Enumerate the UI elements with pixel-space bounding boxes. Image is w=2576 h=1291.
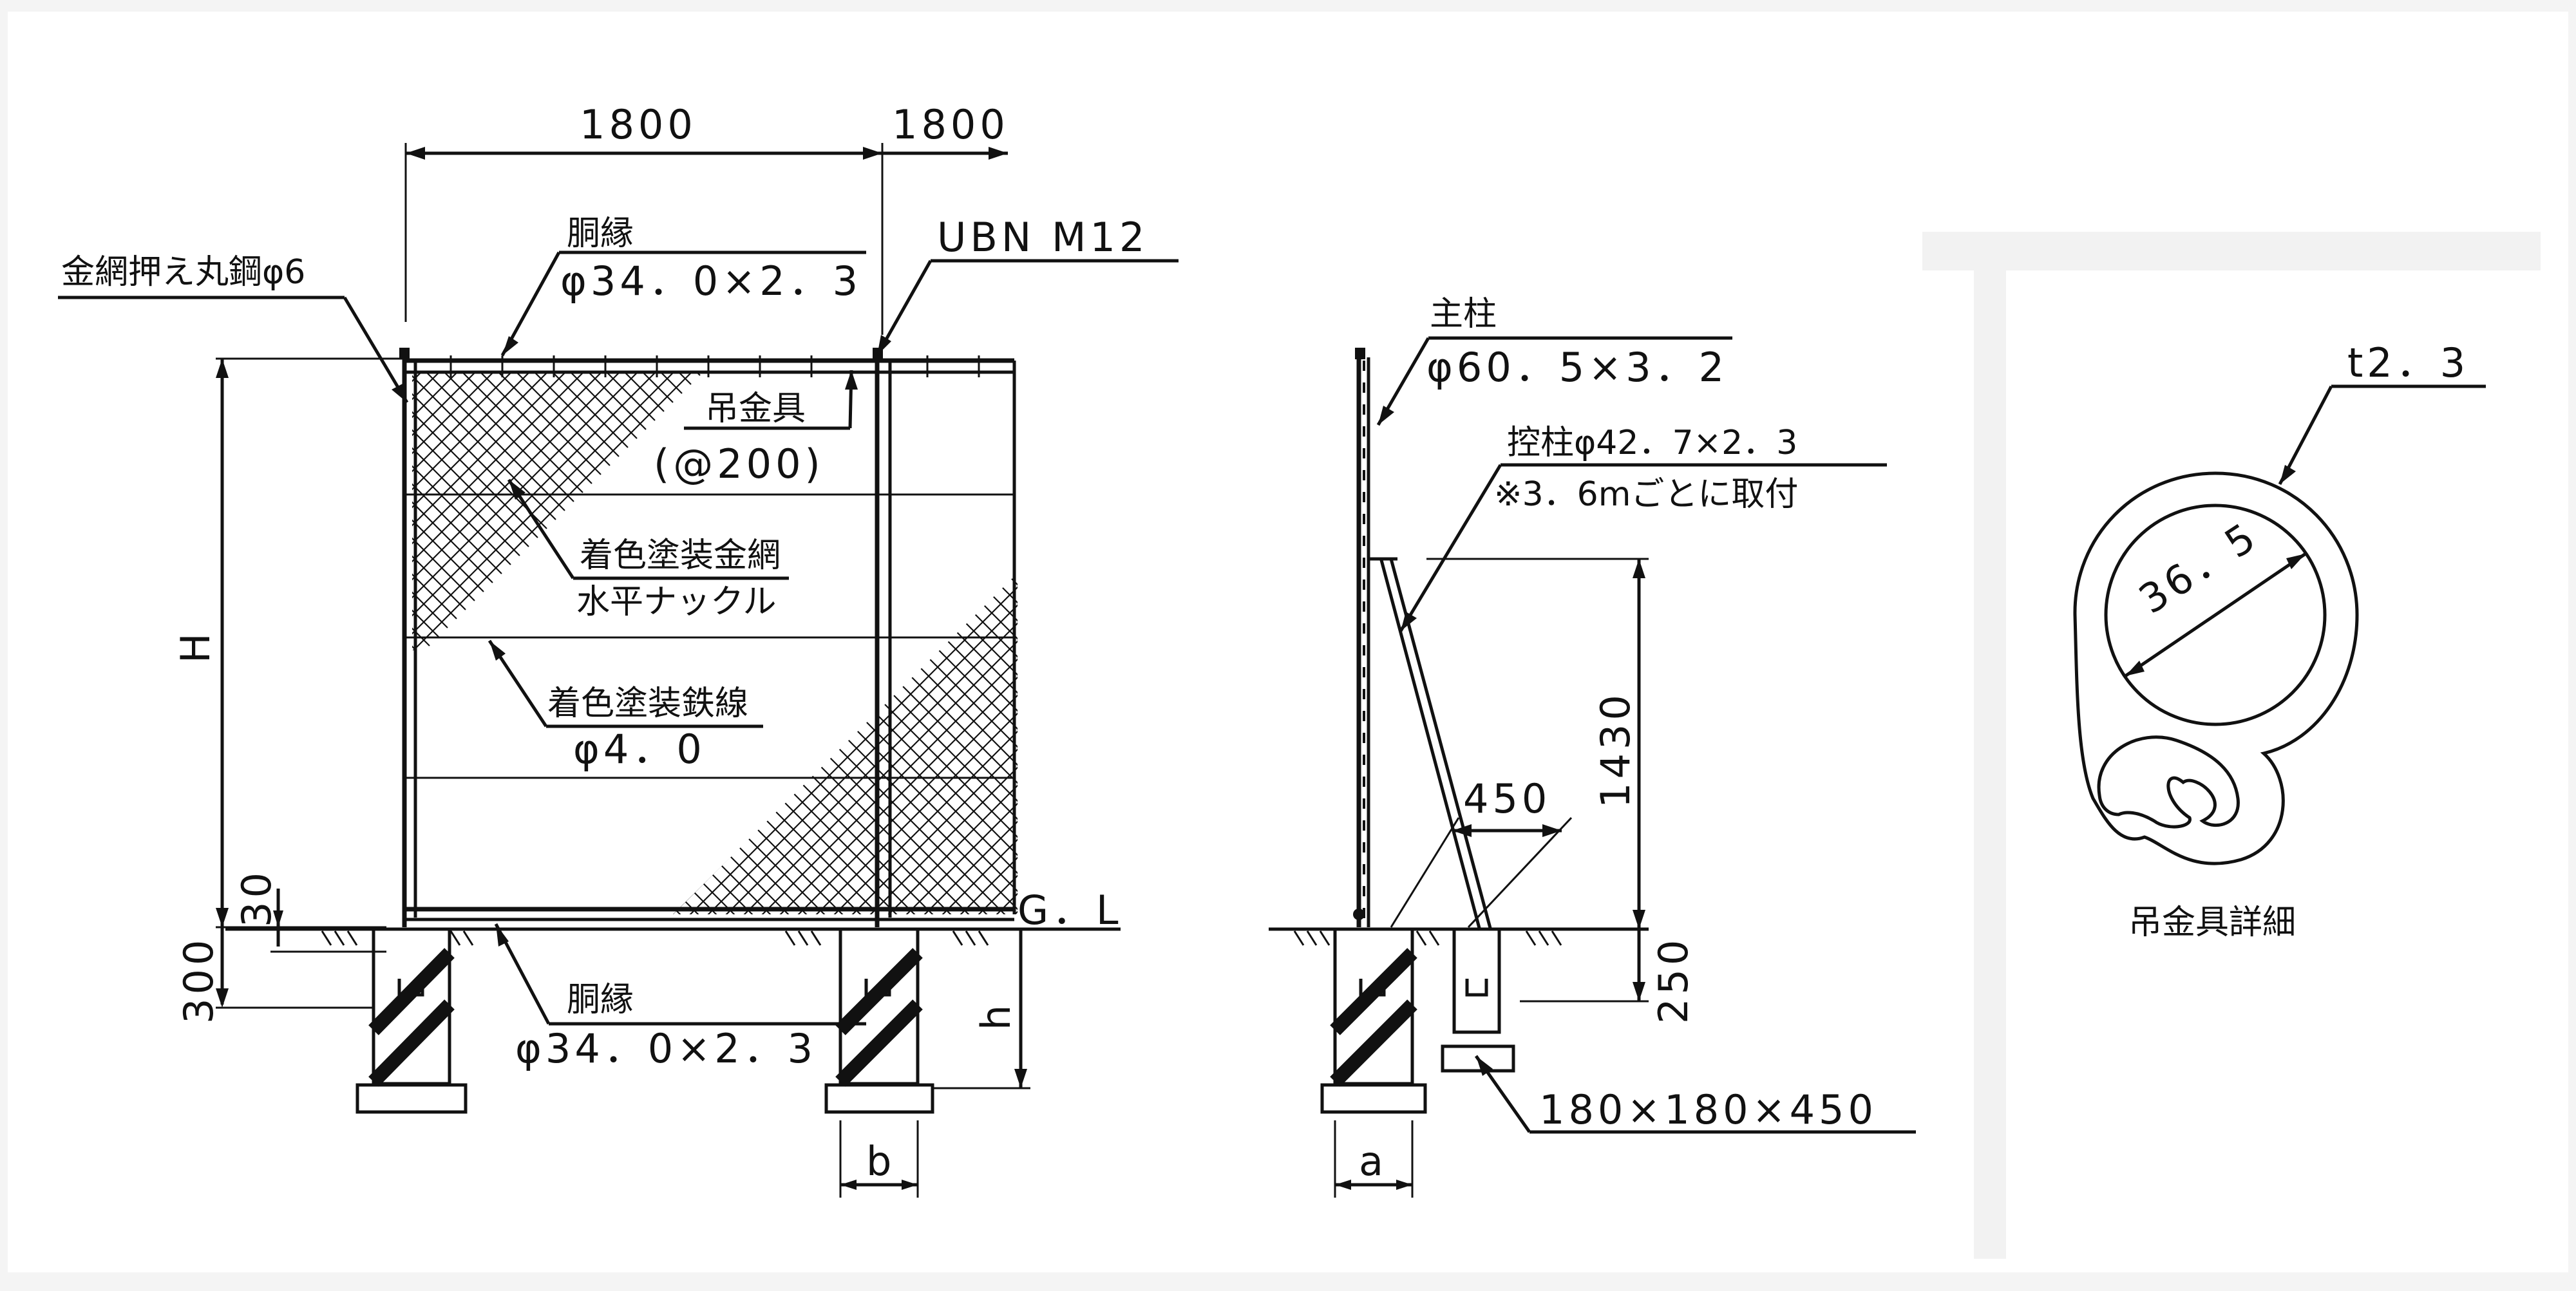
post-name: 主柱 bbox=[1430, 295, 1497, 334]
detail-title: 吊金具詳細 bbox=[2128, 903, 2296, 942]
hanger-curl bbox=[2097, 735, 2240, 829]
gap-dim: 30 bbox=[233, 869, 280, 927]
bottom-rail-size: φ34．0×2．3 bbox=[515, 1025, 817, 1072]
embed-dim: 300 bbox=[175, 936, 222, 1024]
hanger-ticks bbox=[450, 355, 980, 377]
foundation-width-symbol-b: b bbox=[866, 1138, 895, 1185]
mesh-type: 水平ナックル bbox=[576, 583, 776, 621]
thickness-label: t2．3 bbox=[2347, 339, 2469, 386]
brace-height-dim: 1430 bbox=[1592, 691, 1639, 808]
detail-border bbox=[1922, 232, 2541, 1259]
brace-spread-dim: 450 bbox=[1463, 775, 1551, 822]
mesh-holder-label: 金網押え丸鋼φ6 bbox=[61, 253, 305, 292]
main-post-cap bbox=[1355, 348, 1365, 359]
post-size: φ60．5×3．2 bbox=[1426, 344, 1728, 391]
hanger-name: 吊金具 bbox=[705, 390, 806, 428]
side-base-gravel bbox=[1320, 1083, 1427, 1114]
foundation-depth-symbol: h bbox=[972, 1001, 1019, 1030]
bottom-rail-name: 胴縁 bbox=[567, 981, 634, 1019]
brace-foundation bbox=[1452, 927, 1501, 1034]
ground-label: G．L bbox=[1018, 887, 1122, 934]
wire-size: φ4．0 bbox=[573, 726, 706, 773]
side-view: a 1430 250 450 主柱 φ60．5×3．2 控柱φ42．7×2．3 … bbox=[1269, 295, 1916, 1198]
base-gravel-middle bbox=[824, 1083, 934, 1114]
brace-post bbox=[1379, 560, 1482, 931]
hanger-pitch: (@200) bbox=[654, 440, 824, 487]
brace-block bbox=[1441, 1044, 1515, 1073]
hanger-ring bbox=[2104, 504, 2327, 726]
wire-name: 着色塗装鉄線 bbox=[547, 684, 748, 723]
mesh-name: 着色塗装金網 bbox=[580, 536, 781, 575]
brace-note: ※3．6mごとに取付 bbox=[1494, 475, 1798, 514]
bolt-label: UBN M12 bbox=[937, 214, 1148, 261]
top-rail-name: 胴縁 bbox=[567, 214, 634, 253]
brace-embed-dim: 250 bbox=[1650, 936, 1697, 1024]
brace-block-size: 180×180×450 bbox=[1539, 1086, 1877, 1133]
brace-name: 控柱φ42．7×2．3 bbox=[1507, 424, 1797, 462]
post-cap-left bbox=[399, 348, 410, 359]
paper bbox=[8, 12, 2568, 1272]
base-gravel-left bbox=[355, 1083, 468, 1114]
height-symbol: H bbox=[172, 629, 219, 663]
span-right-dim: 1800 bbox=[892, 101, 1009, 148]
top-rail-size: φ34．0×2．3 bbox=[560, 258, 862, 305]
front-view: 1800 1800 H bbox=[58, 101, 1179, 1198]
ground-hatch bbox=[321, 930, 989, 946]
foundation-width-symbol-a: a bbox=[1359, 1138, 1387, 1185]
hanger-outline bbox=[2073, 471, 2359, 865]
span-left-dim: 1800 bbox=[580, 101, 697, 148]
